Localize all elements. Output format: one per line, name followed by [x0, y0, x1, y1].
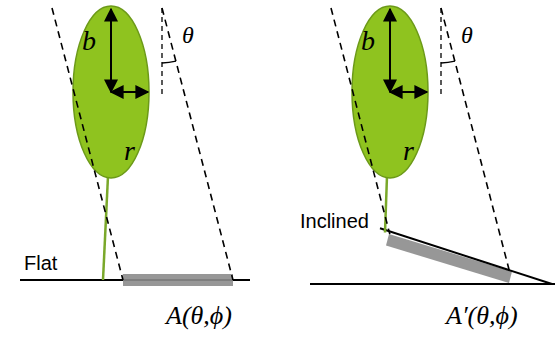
ground-label: Flat: [24, 252, 57, 274]
sun-ray: [52, 8, 123, 280]
flat-panel: [20, 6, 250, 286]
shadow-band: [386, 234, 512, 283]
dimension-label: b: [82, 26, 96, 57]
function-label: A(θ,ϕ): [166, 302, 232, 331]
r-arrow: [111, 91, 148, 93]
dimension-label: b: [361, 26, 375, 57]
angle-label: θ: [182, 22, 194, 48]
b-arrow: [389, 9, 391, 92]
sun-ray: [441, 8, 509, 271]
trunk: [103, 176, 108, 280]
sun-ray: [162, 8, 233, 280]
angle-arc: [441, 61, 455, 63]
angle-arc: [162, 61, 176, 63]
dimension-label: r: [124, 136, 135, 167]
ground-line: [310, 283, 555, 285]
b-arrow: [110, 9, 112, 92]
vertical-reference: [161, 8, 162, 95]
shadow-band: [123, 274, 233, 286]
inclined-ground-line: [380, 228, 552, 284]
vertical-reference: [440, 8, 441, 95]
dimension-label: r: [403, 136, 414, 167]
trunk: [385, 176, 387, 233]
tree-crown: [352, 6, 428, 178]
function-label: A′(θ,ϕ): [446, 302, 518, 331]
tree-crown: [73, 6, 149, 178]
angle-label: θ: [461, 22, 473, 48]
r-arrow: [390, 91, 427, 93]
ground-label: Inclined: [298, 210, 371, 232]
inclined-panel: [310, 6, 555, 284]
sun-ray: [331, 8, 390, 234]
